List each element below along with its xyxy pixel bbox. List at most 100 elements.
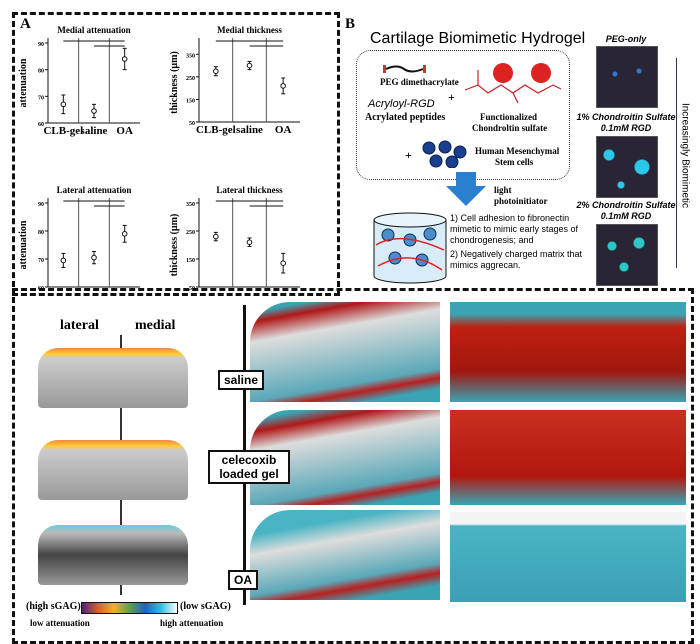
chart-title: Lateral thickness	[216, 185, 283, 195]
biomimetic-arrow-label: Increasingly Biomimetic	[679, 102, 691, 209]
plus-2: +	[405, 148, 412, 162]
data-point	[91, 108, 97, 114]
x-tick-label: CLB-gel	[43, 289, 83, 290]
data-point	[213, 68, 219, 75]
x-tick-label: saline	[236, 289, 263, 290]
y-tick-label: 50	[189, 286, 195, 290]
y-tick-label: 350	[186, 202, 195, 208]
peg-molecule-icon	[383, 65, 426, 73]
chart-title: Lateral attenuation	[57, 185, 132, 195]
down-arrow-icon	[446, 172, 486, 206]
micro-label-2cs-rgd: 0.1mM RGD	[600, 211, 652, 221]
y-axis-label: attenuation	[18, 220, 29, 269]
y-axis-label: thickness (µm)	[169, 51, 180, 114]
rgd-label: Acryloyl-RGD	[368, 98, 435, 110]
hydrogel-cylinder-icon	[373, 212, 447, 284]
x-tick-label: saline	[81, 125, 108, 137]
panel-b-title: Cartilage Biomimetic Hydrogel	[370, 30, 586, 47]
panel-a-charts: Medial attenuationattenuation60708090CLB…	[18, 25, 300, 290]
y-tick-label: 250	[186, 76, 195, 82]
y-tick-label: 60	[38, 286, 44, 290]
histology-oa	[250, 510, 440, 600]
x-tick-label: OA	[116, 125, 133, 137]
peg-label: PEG dimethacrylate	[380, 77, 459, 87]
y-tick-label: 70	[38, 258, 44, 264]
data-point	[280, 83, 286, 89]
data-point	[246, 239, 253, 245]
micro-label-peg: PEG-only	[605, 34, 647, 44]
colorbar	[81, 602, 178, 614]
group-label-oa: OA	[228, 570, 258, 590]
x-tick-label: OA	[116, 289, 133, 290]
colorbar-right-label: (low sGAG)	[180, 601, 231, 612]
y-tick-label: 150	[186, 98, 195, 104]
y-tick-label: 90	[38, 202, 44, 208]
rgd-sub-label: Acrylated peptides	[365, 112, 446, 123]
cells-label: Human Mesenchymal	[475, 146, 560, 156]
lateral-label: lateral	[60, 318, 99, 333]
stem-cells-icon	[422, 140, 467, 168]
y-tick-label: 90	[38, 42, 44, 48]
chondroitin-sulfate-molecule-icon	[464, 63, 562, 104]
y-tick-label: 250	[186, 230, 195, 236]
light-label: light	[494, 185, 512, 195]
medial-label: medial	[135, 318, 176, 333]
micrograph-1cs	[596, 136, 658, 198]
x-tick-label: OA	[275, 289, 292, 290]
histology-saline	[250, 302, 440, 402]
panel-b-label: B	[345, 16, 356, 32]
y-tick-label: 70	[38, 95, 44, 101]
x-tick-label: saline	[81, 289, 108, 290]
data-point	[60, 101, 67, 108]
x-tick-label: CLB-gel	[196, 289, 236, 290]
low-attenuation-label: low attenuation	[30, 618, 90, 628]
x-tick-label: CLB-gel	[43, 125, 83, 137]
y-tick-label: 150	[186, 258, 195, 264]
y-tick-label: 80	[38, 230, 44, 236]
data-point	[60, 257, 67, 264]
histology-celecoxib-zoom	[450, 410, 686, 505]
micro-label-1cs-rgd: 0.1mM RGD	[600, 123, 652, 133]
cs-label: Functionalized	[480, 112, 538, 122]
cs-label-2: Chondroltin sulfate	[472, 123, 548, 133]
group-label-saline: saline	[218, 370, 265, 390]
micrograph-peg-only	[596, 46, 658, 108]
chart-title: Medial thickness	[217, 25, 282, 35]
histology-oa-zoom	[450, 512, 686, 602]
data-point	[280, 260, 286, 267]
colorbar-left-label: (high sGAG)	[26, 601, 81, 612]
x-tick-label: OA	[275, 124, 292, 136]
micro-label-2cs: 2% Chondroitin Sulfate	[576, 200, 676, 210]
chart-title: Medial attenuation	[57, 25, 130, 35]
data-point	[91, 254, 97, 261]
x-tick-label: CLB-gel	[196, 124, 236, 136]
y-tick-label: 50	[189, 121, 195, 127]
micro-label-1cs: 1% Chondroitin Sulfate	[576, 112, 676, 122]
cells-label-2: Stem cells	[495, 157, 534, 167]
y-axis-label: attenuation	[18, 58, 29, 107]
data-point	[246, 62, 253, 69]
data-point	[213, 233, 219, 240]
x-tick-label: saline	[236, 124, 263, 136]
panel-c-frame	[12, 288, 694, 644]
high-attenuation-label: high attenuation	[160, 618, 224, 628]
y-tick-label: 60	[38, 122, 44, 128]
histology-saline-zoom	[450, 302, 686, 402]
point-2: 2) Negatively charged matrix that mimics…	[450, 249, 583, 270]
y-axis-label: thickness (µm)	[169, 214, 180, 277]
point-1: 1) Cell adhesion to fibronectin mimetic …	[450, 213, 579, 245]
cartilage-map-saline	[38, 348, 188, 408]
photoinitiator-label: photoinitiator	[494, 196, 548, 206]
panel-a-label: A	[20, 16, 31, 32]
plus-1: +	[448, 90, 455, 104]
panel-a-frame	[12, 12, 340, 296]
biomimetic-arrow	[676, 58, 677, 268]
cartilage-map-celecoxib	[38, 440, 188, 500]
y-tick-label: 350	[186, 53, 195, 59]
cartilage-map-oa	[38, 525, 188, 585]
data-point	[121, 56, 128, 62]
data-point	[121, 231, 128, 237]
micrograph-2cs	[596, 224, 658, 286]
group-label-celecoxib: celecoxib loaded gel	[208, 450, 290, 484]
y-tick-label: 80	[38, 69, 44, 75]
